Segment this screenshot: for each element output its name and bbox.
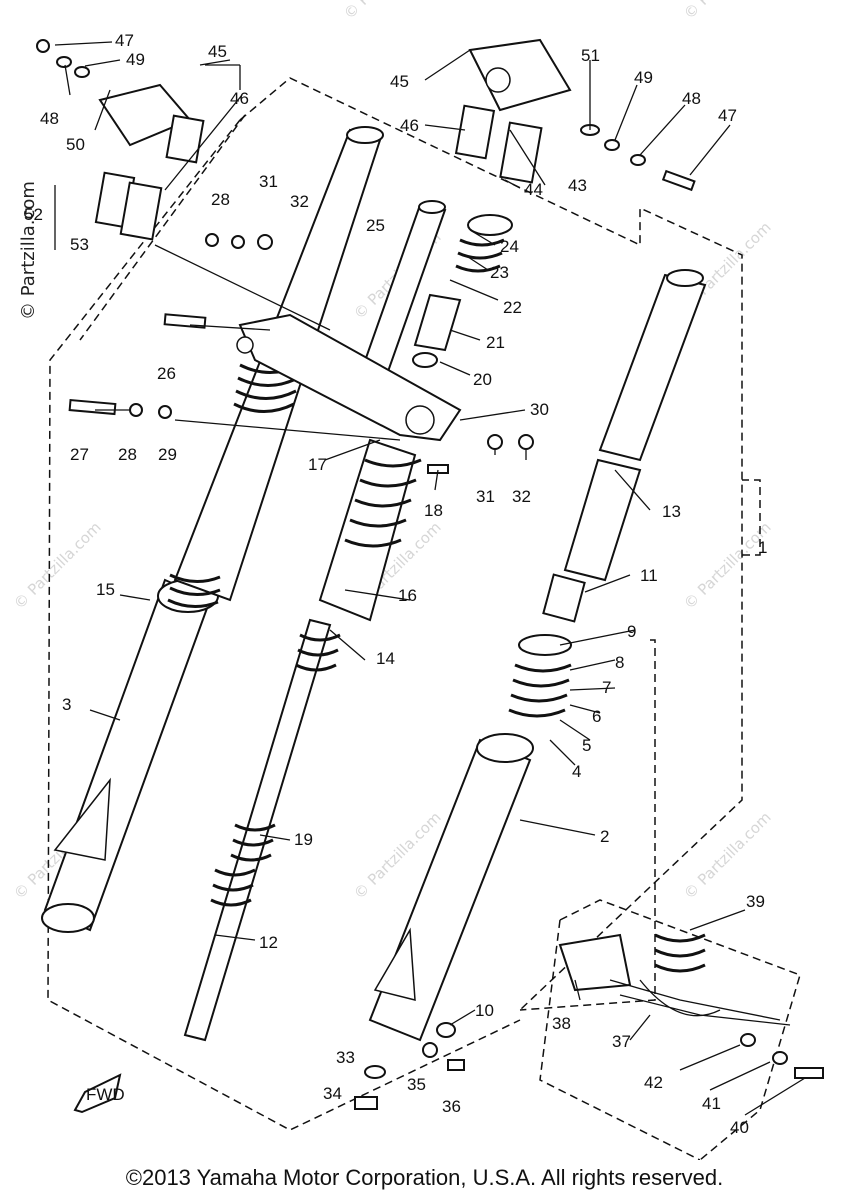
cable-guide-assembly: [558, 933, 791, 1026]
callout-25: 25: [366, 216, 385, 235]
callout-45: 45: [208, 42, 227, 61]
callout-8: 8: [615, 653, 624, 672]
callout-46-right: 46: [400, 116, 419, 135]
watermark: © Partzilla.com: [340, 0, 435, 23]
callout-32: 32: [290, 192, 309, 211]
leader-lines: [54, 41, 806, 1116]
callout-2: 2: [600, 827, 609, 846]
callout-34: 34: [323, 1084, 342, 1103]
callout-19: 19: [294, 830, 313, 849]
callout-4: 4: [572, 762, 581, 781]
callout-24: 24: [500, 237, 519, 256]
callout-31: 31: [259, 172, 278, 191]
callout-12: 12: [259, 933, 278, 952]
callout-39: 39: [746, 892, 765, 911]
callout-11: 11: [640, 566, 658, 585]
callout-36: 36: [442, 1097, 461, 1116]
front-fork-exploded-diagram: © Partzilla.com © Partzilla.com © Partzi…: [10, 0, 824, 1160]
callout-48-right: 48: [682, 89, 701, 108]
callout-18: 18: [424, 501, 443, 520]
assembly-outlines: [47, 77, 801, 1160]
callout-49: 49: [126, 50, 145, 69]
callout-52: 52: [24, 205, 43, 224]
callout-23: 23: [490, 263, 509, 282]
upper-handlebar-holder-right: [454, 38, 572, 184]
callout-47: 47: [115, 31, 134, 50]
callout-50: 50: [66, 135, 85, 154]
callout-32-lower: 32: [512, 487, 531, 506]
forward-arrow: FWD: [73, 1073, 125, 1114]
callout-41: 41: [702, 1094, 721, 1113]
callout-22: 22: [503, 298, 522, 317]
callout-53: 53: [70, 235, 89, 254]
callout-21: 21: [486, 333, 505, 352]
callout-27: 27: [70, 445, 89, 464]
callout-49-right: 49: [634, 68, 653, 87]
callout-28-lower: 28: [118, 445, 137, 464]
callout-44: 44: [524, 180, 543, 199]
callout-31-lower: 31: [476, 487, 495, 506]
slide-metal: [542, 573, 586, 623]
callout-5: 5: [582, 736, 591, 755]
callout-20: 20: [473, 370, 492, 389]
callout-42: 42: [644, 1073, 663, 1092]
dust-boot-left: [233, 363, 301, 413]
callout-labels: 47 49 48 50 45 46 52 53 28 31 32 25 24 2…: [24, 31, 767, 1137]
fork-outer-tube-right: [368, 733, 534, 1042]
callout-9: 9: [627, 622, 636, 641]
callout-7: 7: [602, 678, 611, 697]
fork-inner-tube-right: [563, 269, 707, 582]
under-bracket: [236, 313, 462, 442]
callout-46: 46: [230, 89, 249, 108]
callout-6: 6: [592, 707, 601, 726]
callout-35: 35: [407, 1075, 426, 1094]
callout-15: 15: [96, 580, 115, 599]
upper-handlebar-holder-left: [94, 83, 205, 241]
dust-boot-right: [318, 438, 422, 622]
callout-43: 43: [568, 176, 587, 195]
callout-40: 40: [730, 1118, 749, 1137]
callout-13: 13: [662, 502, 681, 521]
hardware: [36, 39, 824, 1110]
callout-26: 26: [157, 364, 176, 383]
callout-14: 14: [376, 649, 395, 668]
oil-seal-stack: [508, 634, 572, 718]
callout-10: 10: [475, 1001, 494, 1020]
callout-48: 48: [40, 109, 59, 128]
copyright-notice: ©2013 Yamaha Motor Corporation, U.S.A. A…: [125, 1165, 724, 1190]
watermark: © Partzilla.com: [10, 518, 105, 613]
watermark: © Partzilla.com: [680, 0, 775, 23]
callout-3: 3: [62, 695, 71, 714]
callout-37: 37: [612, 1032, 631, 1051]
fork-outer-tube-left: [41, 578, 219, 933]
callout-33: 33: [336, 1048, 355, 1067]
callout-16: 16: [398, 586, 417, 605]
callout-17: 17: [308, 455, 327, 474]
callout-47-right: 47: [718, 106, 737, 125]
callout-38: 38: [552, 1014, 571, 1033]
side-watermark: © Partzilla.com: [18, 181, 39, 320]
callout-1: 1: [758, 538, 767, 557]
damper-rod: [183, 618, 341, 1042]
callout-28: 28: [211, 190, 230, 209]
watermark: © Partzilla.com: [680, 808, 775, 903]
callout-51: 51: [581, 46, 600, 65]
callout-45-right: 45: [390, 72, 409, 91]
callout-30: 30: [530, 400, 549, 419]
fwd-label: FWD: [86, 1085, 125, 1104]
callout-29: 29: [158, 445, 177, 464]
